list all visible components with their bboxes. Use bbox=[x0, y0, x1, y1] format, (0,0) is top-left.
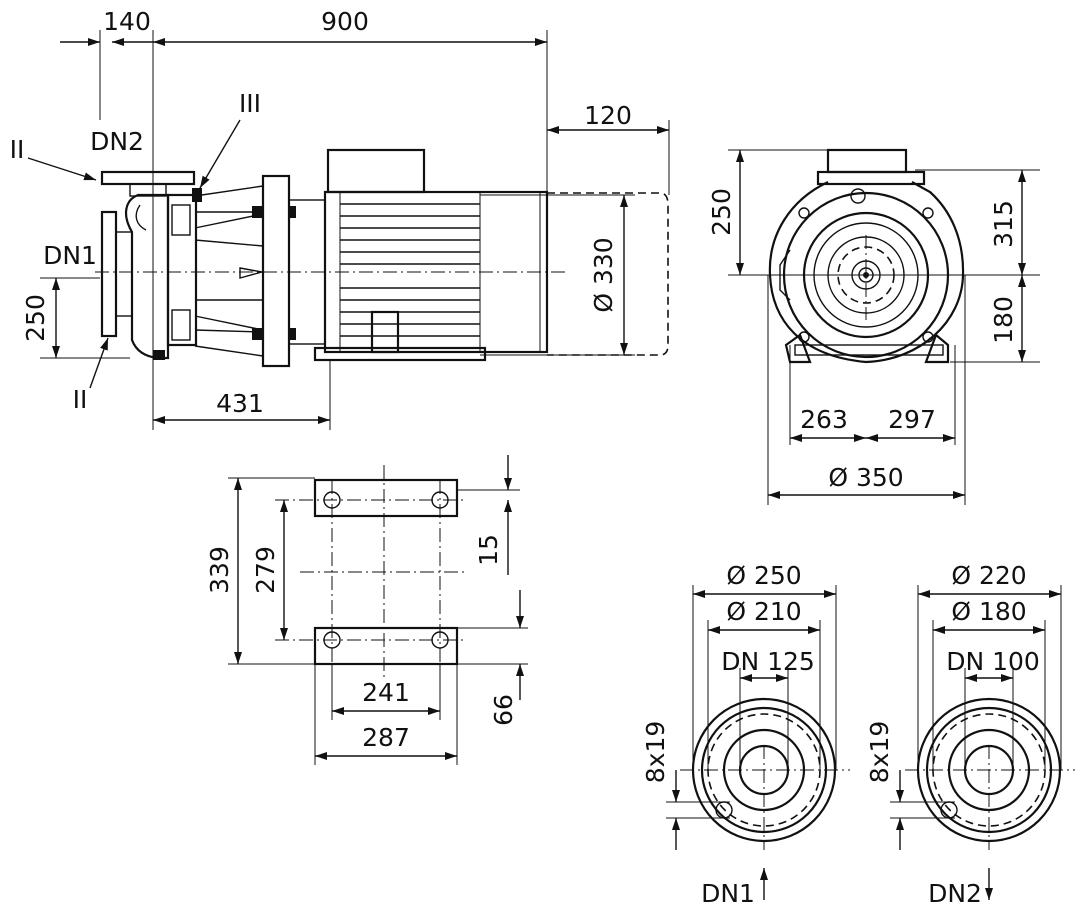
dn1-holes-dim: 8x19 bbox=[641, 721, 670, 784]
dim-431: 431 bbox=[216, 389, 264, 418]
label-dn2-side: DN2 bbox=[90, 127, 144, 156]
dn2-label: DN2 bbox=[928, 879, 982, 908]
dim-15: 15 bbox=[474, 534, 503, 566]
dn2-holes-dim: 8x19 bbox=[865, 721, 894, 784]
volute-casing bbox=[768, 181, 965, 364]
motor-fins bbox=[340, 203, 480, 337]
front-foot bbox=[784, 333, 812, 364]
dim-140: 140 bbox=[103, 7, 151, 36]
lantern-struts bbox=[194, 185, 264, 357]
dim-120: 120 bbox=[584, 101, 632, 130]
dim-315: 315 bbox=[989, 200, 1018, 248]
front-discharge-flange bbox=[816, 170, 926, 186]
motor-flange bbox=[261, 174, 291, 368]
dim-250-side: 250 bbox=[21, 294, 50, 342]
label-dn1-side: DN1 bbox=[43, 241, 97, 270]
motor-foot bbox=[313, 346, 487, 362]
dim-900: 900 bbox=[321, 7, 369, 36]
dim-250-front: 250 bbox=[707, 188, 736, 236]
label-ii-bottom: II bbox=[73, 385, 88, 414]
base-plate-view: 339 279 15 66 241 287 bbox=[205, 455, 528, 765]
front-view: 250 315 180 263 297 Ø 350 bbox=[707, 148, 1040, 505]
dim-339: 339 bbox=[205, 546, 234, 594]
base-plate-top bbox=[313, 478, 459, 518]
dn1-bore-dim: DN 125 bbox=[721, 647, 815, 676]
terminal-box bbox=[326, 148, 426, 194]
dim-350: Ø 350 bbox=[828, 463, 903, 492]
dn1-outer-dim: Ø 250 bbox=[726, 561, 801, 590]
front-outer-ring bbox=[782, 191, 950, 359]
dim-180: 180 bbox=[989, 296, 1018, 344]
dim-279: 279 bbox=[251, 546, 280, 594]
dim-241: 241 bbox=[362, 678, 410, 707]
dn2-outer-dim: Ø 220 bbox=[951, 561, 1026, 590]
dim-297: 297 bbox=[888, 405, 936, 434]
dn2-bore-dim: DN 100 bbox=[946, 647, 1040, 676]
dim-287: 287 bbox=[362, 723, 410, 752]
dim-330: Ø 330 bbox=[589, 237, 618, 312]
dn1-bolt-circle-dim: Ø 210 bbox=[726, 597, 801, 626]
discharge-flange bbox=[100, 170, 196, 186]
side-view: 140 900 120 431 250 Ø 330 DN2 DN1 II II … bbox=[10, 7, 670, 430]
base-plate-bottom bbox=[313, 626, 459, 666]
label-iii: III bbox=[239, 89, 261, 118]
dim-263: 263 bbox=[800, 405, 848, 434]
dim-66: 66 bbox=[489, 694, 518, 726]
flange-dn2-view: Ø 220 Ø 180 DN 100 8x19 DN2 bbox=[865, 561, 1075, 908]
dn2-bolt-circle-dim: Ø 180 bbox=[951, 597, 1026, 626]
flange-dn1-view: Ø 250 Ø 210 DN 125 8x19 DN1 bbox=[641, 561, 850, 908]
dn1-label: DN1 bbox=[701, 879, 755, 908]
label-ii-top: II bbox=[10, 135, 25, 164]
suction-flange bbox=[100, 210, 118, 338]
